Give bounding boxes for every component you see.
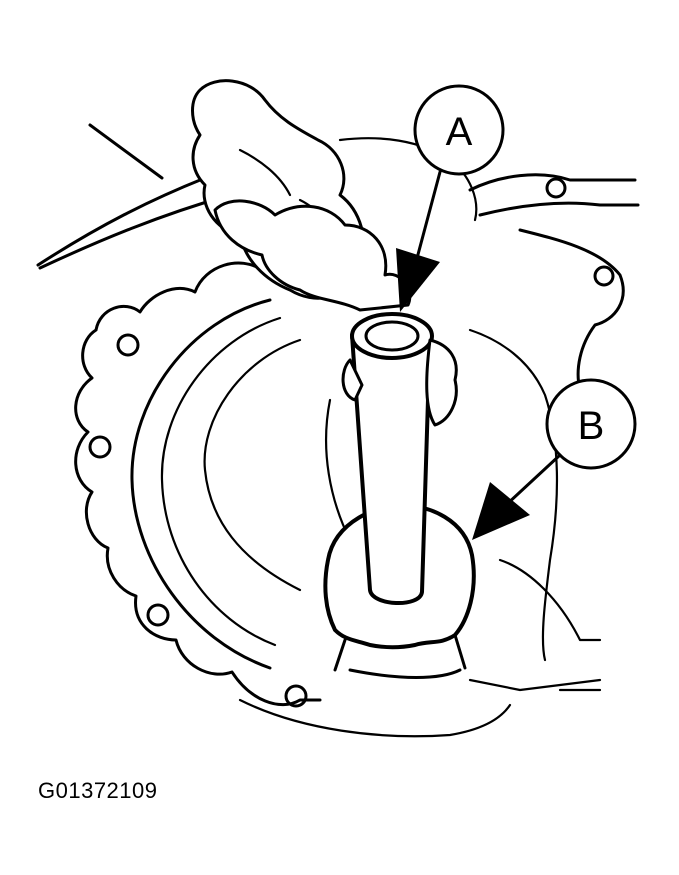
transmission-housing-icon xyxy=(74,137,640,738)
figure-code: G01372109 xyxy=(38,778,158,803)
hand xyxy=(213,199,412,312)
housing-right-rib-2 xyxy=(498,558,602,642)
drift-top-inner xyxy=(364,320,420,352)
bolt-hole-2 xyxy=(88,435,112,459)
callout-a: A xyxy=(396,84,505,312)
housing-right-rib xyxy=(468,328,559,662)
bolt-hole-4 xyxy=(284,684,308,708)
callout-b: B xyxy=(472,378,637,540)
drift-punch-icon xyxy=(350,312,434,606)
callout-a-label: A xyxy=(446,110,473,154)
callout-b-label: B xyxy=(578,404,605,448)
callout-a-arrowhead xyxy=(396,248,440,312)
callout-b-circle xyxy=(545,378,637,470)
hand-fingers xyxy=(425,338,458,427)
housing-right-body xyxy=(468,173,640,392)
bolt-hole-6 xyxy=(593,265,615,287)
hand-thumb xyxy=(341,358,364,402)
callout-b-leader xyxy=(504,453,562,507)
housing-left-rib xyxy=(325,398,352,542)
housing-inner-ring-2 xyxy=(160,316,282,647)
bolt-hole-5 xyxy=(545,177,567,199)
hand-icon xyxy=(213,199,458,427)
housing-flange xyxy=(74,260,322,707)
housing-inner-ring xyxy=(130,298,272,670)
housing-lower-edge xyxy=(238,698,512,738)
callout-a-circle xyxy=(413,84,505,176)
housing-bore-edge xyxy=(203,338,302,592)
drift-top xyxy=(350,312,434,360)
seal-lower-lip xyxy=(333,633,467,679)
bolt-hole-3 xyxy=(146,603,170,627)
housing-lower-right xyxy=(468,678,602,692)
callout-b-arrowhead xyxy=(472,482,530,540)
callout-a-leader xyxy=(414,170,442,264)
bolt-hole-1 xyxy=(116,333,140,357)
drift-shaft xyxy=(350,333,432,606)
